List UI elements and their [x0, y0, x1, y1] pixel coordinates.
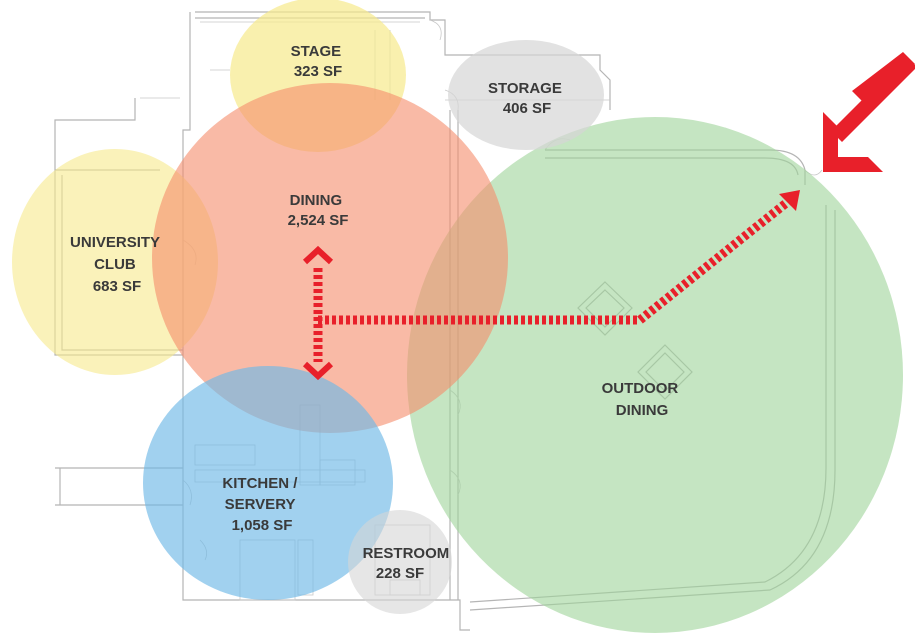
dining-label: DINING 2,524 SF — [288, 192, 349, 229]
arrow-head-up — [302, 245, 334, 265]
entry-arrow-shaft — [831, 56, 915, 142]
zone-bubbles — [12, 0, 903, 633]
outdoor-dining-label: OUTDOOR DINING — [602, 380, 683, 419]
stage-label: STAGE 323 SF — [291, 43, 346, 80]
storage-label: STORAGE 406 SF — [488, 80, 566, 117]
arrow-head-diagonal — [779, 190, 800, 211]
restroom-label: RESTROOM 228 SF — [363, 545, 454, 582]
storage-bubble — [448, 40, 604, 150]
circulation-arrows — [302, 52, 915, 381]
university-club-label: UNIVERSITY CLUB 683 SF — [70, 234, 164, 295]
zone-labels: STAGE 323 SF STORAGE 406 SF UNIVERSITY C… — [70, 43, 683, 582]
outdoor-dining-bubble — [407, 117, 903, 633]
kitchen-bubble — [143, 366, 393, 600]
kitchen-label: KITCHEN / SERVERY 1,058 SF — [222, 475, 301, 534]
restroom-bubble — [348, 510, 452, 614]
arrow-head-down — [302, 361, 334, 381]
